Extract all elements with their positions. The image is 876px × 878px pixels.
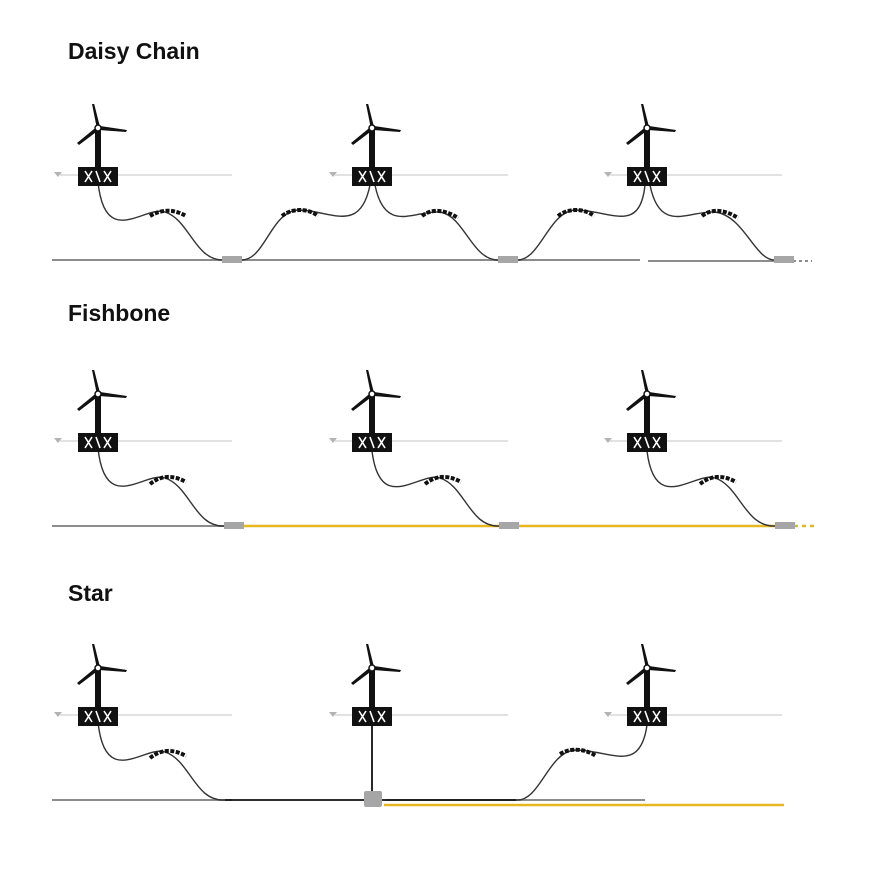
panel-title: Star <box>68 580 113 606</box>
floating-wind-turbine-icon <box>76 369 128 453</box>
cable-connectors <box>364 791 382 807</box>
cable-connector-icon <box>775 522 795 529</box>
floating-wind-turbine-icon <box>76 643 128 727</box>
cable-connector-icon <box>224 522 244 529</box>
array-cables <box>97 447 777 527</box>
floating-wind-turbine-icon <box>625 369 677 453</box>
star-diagram <box>52 643 784 807</box>
cable-connectors <box>224 522 795 529</box>
buoyancy-modules <box>148 475 737 486</box>
panel-star: Star <box>0 540 876 810</box>
panel-fishbone: Fishbone <box>0 266 876 536</box>
fishbone-diagram <box>52 369 816 529</box>
cable-connector-icon <box>774 256 794 263</box>
floating-wind-turbine-icon <box>625 643 677 727</box>
panel-title: Fishbone <box>68 300 171 326</box>
panel-title: Daisy Chain <box>68 38 200 64</box>
array-cables <box>97 181 777 261</box>
cable-connectors <box>222 256 794 263</box>
cable-connector-icon <box>498 256 518 263</box>
cable-connector-icon <box>499 522 519 529</box>
floating-wind-turbine-icon <box>350 369 402 453</box>
floating-wind-turbine-icon <box>350 643 402 727</box>
buoyancy-modules <box>148 747 598 760</box>
cable-connector-icon <box>364 791 382 807</box>
seabed-line <box>52 259 812 262</box>
floating-wind-turbine-icon <box>76 103 128 187</box>
cable-connector-icon <box>222 256 242 263</box>
trunk-cable <box>225 725 516 801</box>
panel-daisy-chain: Daisy Chain <box>0 0 876 270</box>
floating-wind-turbine-icon <box>350 103 402 187</box>
daisy-chain-diagram <box>52 103 812 263</box>
buoyancy-modules <box>148 208 740 220</box>
floating-wind-turbine-icon <box>625 103 677 187</box>
